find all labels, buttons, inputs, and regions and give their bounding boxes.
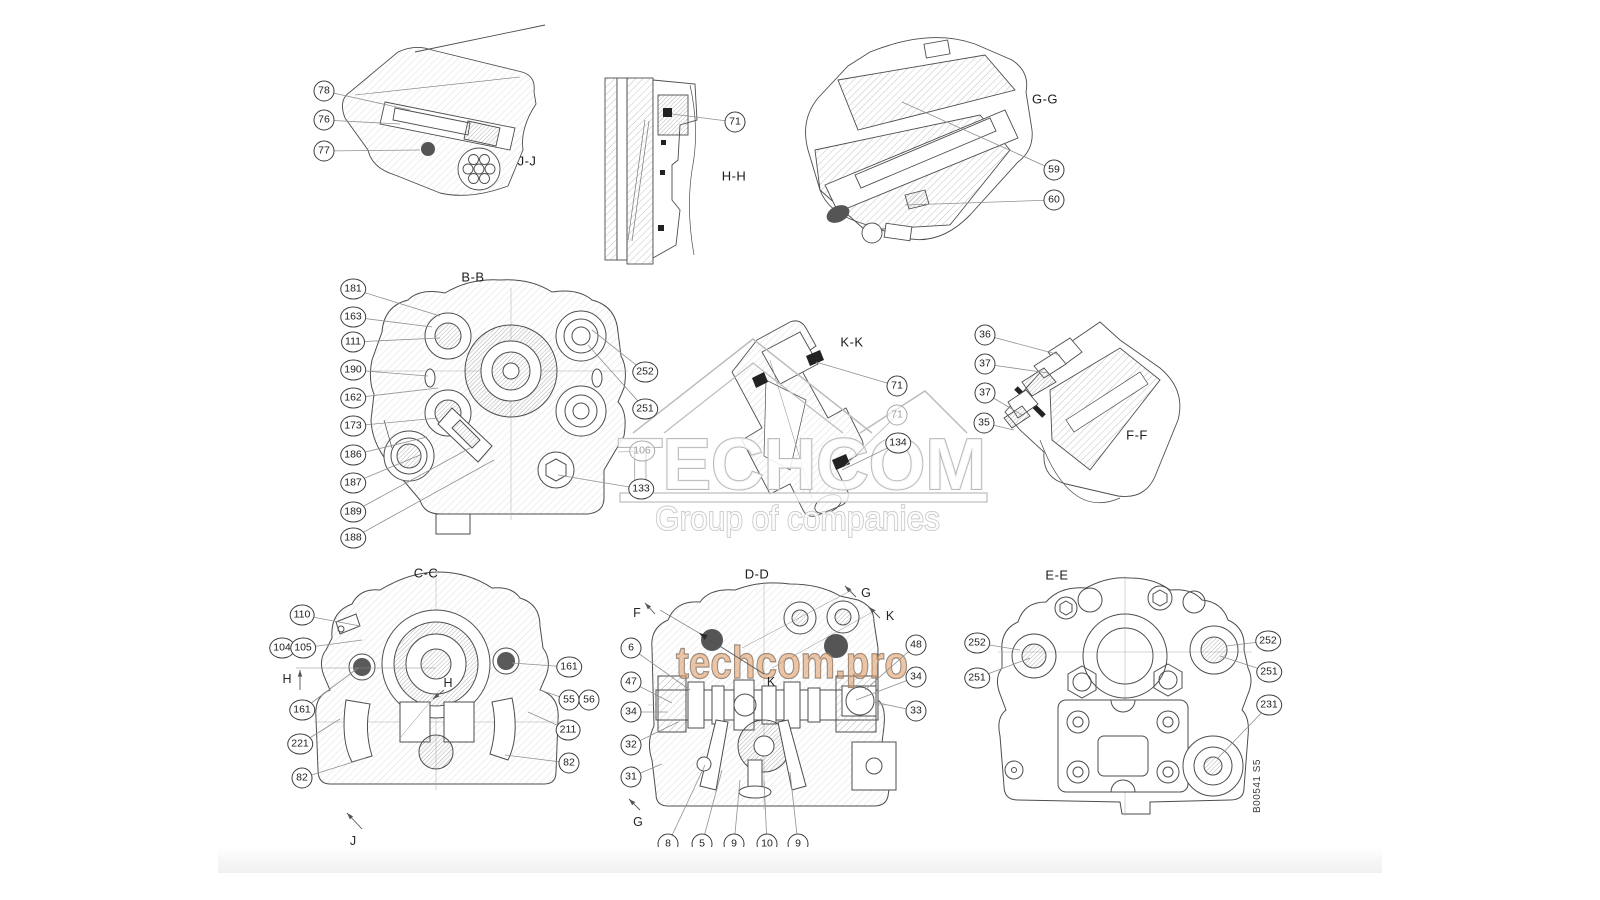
view-gg-drawing — [805, 37, 1033, 244]
view-kk-drawing — [731, 320, 864, 517]
drawing-number: B00541 S5 — [1252, 759, 1263, 813]
watermark-brand: TECHCOM — [618, 425, 986, 505]
view-ff-drawing — [1003, 321, 1181, 503]
view-ee-drawing — [996, 576, 1252, 816]
watermark-site: techcom.pro — [676, 637, 908, 688]
view-dd-drawing — [648, 582, 897, 810]
view-cc-drawing — [296, 570, 560, 790]
watermark-subtitle: Group of companies — [655, 500, 940, 538]
watermark-techcom: TECHCOM Group of companies techcom.pro — [617, 338, 988, 689]
view-hh-drawing — [604, 77, 698, 265]
view-jj-drawing — [341, 24, 546, 196]
page-bottom-edge — [218, 847, 1382, 873]
